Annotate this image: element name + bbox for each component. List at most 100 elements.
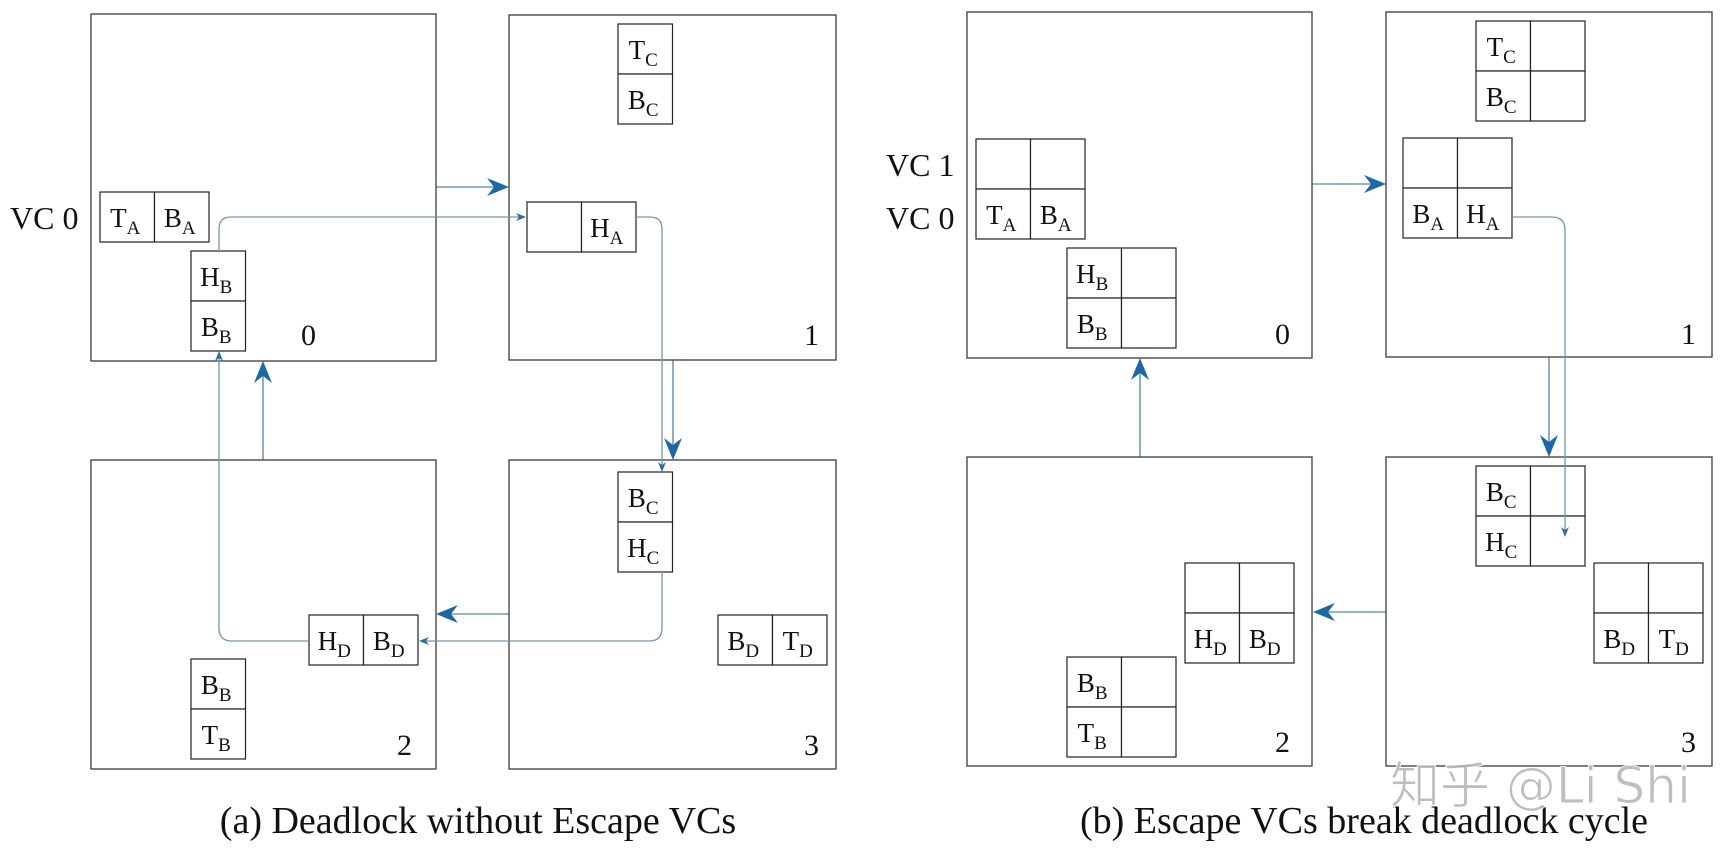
flit-slot <box>1184 562 1241 614</box>
flit-slot <box>617 471 674 523</box>
flit-h-a: HA <box>590 213 624 249</box>
router-number: 2 <box>397 729 412 762</box>
flit-slot <box>1529 515 1586 567</box>
buffer-south-input: HB BB <box>190 250 247 352</box>
packet-paths-layer <box>215 213 1569 645</box>
router-number: 0 <box>301 319 316 352</box>
arrow-right-icon <box>516 213 526 221</box>
arrow-down-icon <box>1540 435 1558 457</box>
flit-slot <box>1066 297 1123 349</box>
flit-t-b: TB <box>1078 718 1107 754</box>
flit-h-b: HB <box>1076 259 1108 295</box>
flit-b-d: BD <box>727 626 759 662</box>
flit-slot <box>1529 20 1586 72</box>
flit-slot <box>1402 187 1459 239</box>
flit-slot <box>1456 137 1513 189</box>
flit-slot <box>1066 706 1123 758</box>
flit-t-c: TC <box>629 35 658 71</box>
router-number: 1 <box>1681 318 1696 351</box>
caption-b: (b) Escape VCs break deadlock cycle <box>1080 800 1648 842</box>
path-ha-b <box>1512 216 1566 531</box>
router-number: 1 <box>804 319 819 352</box>
flit-b-b: BB <box>201 670 232 706</box>
flit-slot <box>1184 612 1241 664</box>
arrow-right-icon <box>487 178 509 196</box>
flit-slot <box>771 614 828 666</box>
arrow-up-icon <box>215 351 223 361</box>
flit-b-c: BC <box>628 483 659 519</box>
vc0-label-b: VC 0 <box>886 200 954 236</box>
flit-slot <box>1120 656 1177 708</box>
flit-slot <box>617 521 674 573</box>
flit-slot <box>1066 247 1123 299</box>
arrow-up-icon <box>254 361 272 383</box>
flit-slot <box>308 614 365 666</box>
router-box <box>90 13 437 362</box>
router-number: 2 <box>1275 726 1290 759</box>
flit-slot <box>1238 612 1295 664</box>
flit-b-b: BB <box>1077 668 1108 704</box>
flit-b-c: BC <box>1486 82 1517 118</box>
flit-slot <box>1120 247 1177 299</box>
flit-slot <box>190 658 247 710</box>
flit-slot <box>153 191 210 243</box>
path-ha <box>636 216 663 466</box>
labels-layer: VC 0 VC 1 VC 0 (a) Deadlock without Esca… <box>10 147 1691 842</box>
buffer-south-input: BB TB <box>1066 656 1177 758</box>
flit-slot <box>526 201 583 253</box>
caption-a: (a) Deadlock without Escape VCs <box>220 800 736 842</box>
flit-slot <box>99 191 156 243</box>
flit-b-a: BA <box>1412 199 1444 235</box>
buffer-east-input: HD BD <box>308 614 419 666</box>
arrow-down-icon <box>664 438 682 460</box>
flit-slot <box>617 73 674 125</box>
flit-b-d: BD <box>373 626 405 662</box>
flit-h-b: HB <box>200 262 232 298</box>
flit-t-d: TD <box>783 626 813 662</box>
arrow-left-icon <box>1313 603 1335 621</box>
flit-slot <box>1647 612 1704 664</box>
arrow-left-icon <box>419 637 429 645</box>
flit-b-b: BB <box>201 312 232 348</box>
flit-slot <box>1647 562 1704 614</box>
arrow-down-icon <box>1561 527 1569 537</box>
flit-b-a: BA <box>164 203 196 239</box>
flit-t-a: TA <box>986 200 1017 236</box>
flit-h-d: HD <box>318 626 351 662</box>
flit-slot <box>190 300 247 352</box>
flit-slot <box>1475 465 1532 517</box>
flit-t-d: TD <box>1659 624 1689 660</box>
flit-h-c: HC <box>627 533 659 569</box>
flit-slot <box>1456 187 1513 239</box>
path-hc <box>425 572 663 642</box>
arrow-up-icon <box>1131 358 1149 380</box>
path-hd <box>218 357 309 642</box>
buffer-east-input: BD TD <box>717 614 828 666</box>
flit-slot <box>1529 70 1586 122</box>
arrow-down-icon <box>658 462 666 472</box>
flit-slot <box>362 614 419 666</box>
flit-b-c: BC <box>1486 477 1517 513</box>
arrow-left-icon <box>436 605 458 623</box>
flit-h-d: HD <box>1194 624 1227 660</box>
flit-slot <box>1593 562 1650 614</box>
buffer-west-input: HA <box>526 201 637 253</box>
flit-slot <box>717 614 774 666</box>
flit-slot <box>190 250 247 302</box>
links-layer <box>254 175 1558 623</box>
flit-slot <box>580 201 637 253</box>
